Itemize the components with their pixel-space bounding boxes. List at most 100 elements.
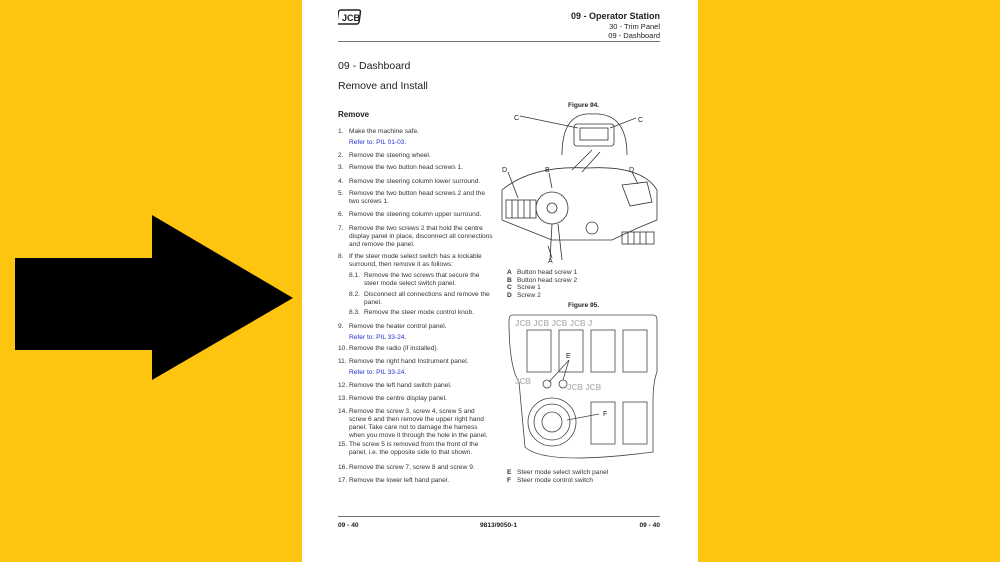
- step-number: 6.: [338, 211, 344, 218]
- step-text: If the steer mode select switch has a lo…: [349, 253, 482, 268]
- step-item: 4. Remove the steering column lower surro…: [338, 178, 493, 186]
- svg-text:JCB JCB JCB JCB J: JCB JCB JCB JCB J: [515, 319, 592, 328]
- step-item: 7. Remove the two screws 2 that hold the …: [338, 225, 493, 249]
- step-item: 11.Remove the right hand Instrument pane…: [338, 358, 493, 366]
- step-text: Remove the steer mode control knob.: [364, 309, 474, 316]
- step-text: Remove the steering column upper surroun…: [349, 211, 482, 218]
- page-title: 09 - Dashboard: [338, 60, 411, 72]
- step-item: 15.The screw 5 is removed from the front…: [338, 441, 493, 457]
- footer-page-right: 09 - 40: [639, 522, 660, 529]
- header-divider: [338, 41, 660, 42]
- step-text: Remove the two screws 2 that hold the ce…: [349, 225, 493, 248]
- step-item: 6. Remove the steering column upper surro…: [338, 211, 493, 219]
- step-number: 5.: [338, 190, 344, 197]
- svg-text:JCB JCB: JCB JCB: [567, 383, 601, 392]
- svg-text:A: A: [548, 258, 553, 265]
- chapter-heading: 09 - Operator Station: [570, 11, 660, 21]
- step-text: Remove the heater control panel.: [349, 323, 447, 330]
- step-item: 2. Remove the steering wheel.: [338, 152, 493, 160]
- figure-94-caption: Figure 94.: [568, 102, 600, 109]
- footer-page-left: 09 - 40: [338, 522, 359, 529]
- step-item: 8.3.Remove the steer mode control knob.: [349, 309, 493, 317]
- step-number: 8.1.: [349, 272, 360, 279]
- step-item: 8.1. Remove the two screws that secure th…: [349, 272, 493, 288]
- step-item: 8. If the steer mode select switch has a …: [338, 253, 493, 269]
- step-item: 9. Remove the heater control panel.: [338, 323, 493, 331]
- step-text: Make the machine safe.: [349, 128, 420, 135]
- svg-text:JCB: JCB: [515, 377, 531, 386]
- step-number: 7.: [338, 225, 344, 232]
- step-number: 13.: [338, 395, 348, 402]
- step-item: 17.Remove the lower left hand panel.: [338, 477, 493, 485]
- step-item: 10.Remove the radio (if installed).: [338, 345, 493, 353]
- jcb-logo: JCB: [336, 8, 362, 31]
- svg-text:F: F: [603, 411, 607, 418]
- right-arrow-icon: [15, 215, 293, 380]
- step-item: 12.Remove the left hand switch panel.: [338, 382, 493, 390]
- step-item: 16.Remove the screw 7, screw 8 and screw…: [338, 464, 493, 472]
- reference-link[interactable]: Refer to: PIL 33-24.: [349, 334, 407, 341]
- svg-text:D: D: [502, 167, 507, 174]
- figure-94-dashboard-drawing: C C D D B A: [501, 113, 658, 265]
- step-text: Remove the screw 7, screw 8 and screw 9.: [349, 464, 475, 471]
- subsection-heading: 09 - Dashboard: [608, 31, 660, 40]
- step-number: 11.: [338, 358, 347, 365]
- svg-text:D: D: [629, 167, 634, 174]
- remove-heading: Remove: [338, 110, 370, 119]
- step-item: 5. Remove the two button head screws 2 an…: [338, 190, 493, 206]
- step-number: 1.: [338, 128, 344, 135]
- step-number: 12.: [338, 382, 348, 389]
- step-number: 14.: [338, 408, 348, 415]
- step-number: 8.: [338, 253, 344, 260]
- callout-c: C: [514, 115, 519, 122]
- step-text: Remove the centre display panel.: [349, 395, 447, 402]
- step-text: Remove the two screws that secure the st…: [364, 272, 480, 287]
- step-number: 2.: [338, 152, 344, 159]
- footer-divider: [338, 516, 660, 517]
- footer-doc-number: 9813/9050-1: [480, 522, 518, 529]
- step-text: Remove the lower left hand panel.: [349, 477, 450, 484]
- step-number: 17.: [338, 477, 348, 484]
- step-number: 10.: [338, 345, 348, 352]
- step-text: Remove the left hand switch panel.: [349, 382, 452, 389]
- step-item: 3. Remove the two button head screws 1.: [338, 164, 493, 172]
- svg-text:E: E: [566, 353, 571, 360]
- svg-text:JCB: JCB: [342, 13, 361, 23]
- step-number: 4.: [338, 178, 344, 185]
- figure-95-caption: Figure 95.: [568, 302, 600, 309]
- section-heading: 30 - Trim Panel: [609, 22, 660, 31]
- step-text: Remove the right hand Instrument panel.: [349, 358, 469, 365]
- step-text: Remove the steering column lower surroun…: [349, 178, 481, 185]
- reference-link[interactable]: Refer to: PIL 01-03.: [349, 139, 407, 146]
- svg-text:C: C: [638, 117, 643, 124]
- step-text: The screw 5 is removed from the front of…: [349, 441, 479, 456]
- step-text: Remove the screw 3, screw 4, screw 5 and…: [349, 408, 488, 439]
- svg-text:B: B: [545, 167, 550, 174]
- step-text: Remove the radio (if installed).: [349, 345, 439, 352]
- step-number: 15.: [338, 441, 348, 448]
- step-item: 14.Remove the screw 3, screw 4, screw 5 …: [338, 408, 493, 440]
- step-text: Remove the two button head screws 2 and …: [349, 190, 485, 205]
- step-item: 8.2. Disconnect all connections and remov…: [349, 291, 493, 307]
- step-item: 1. Make the machine safe.: [338, 128, 493, 136]
- step-number: 3.: [338, 164, 344, 171]
- step-number: 16.: [338, 464, 348, 471]
- step-text: Disconnect all connections and remove th…: [364, 291, 490, 306]
- step-number: 9.: [338, 323, 344, 330]
- step-text: Remove the steering wheel.: [349, 152, 431, 159]
- figure-95-switch-panel-drawing: JCB JCB JCB JCB J JCB JCB JCB E F: [508, 314, 658, 459]
- reference-link[interactable]: Refer to: PIL 33-24.: [349, 369, 407, 376]
- step-item: 13.Remove the centre display panel.: [338, 395, 493, 403]
- page-subtitle: Remove and Install: [338, 80, 428, 92]
- manual-page: JCB 09 - Operator Station 30 - Trim Pane…: [302, 0, 698, 562]
- step-number: 8.2.: [349, 291, 360, 298]
- step-text: Remove the two button head screws 1.: [349, 164, 463, 171]
